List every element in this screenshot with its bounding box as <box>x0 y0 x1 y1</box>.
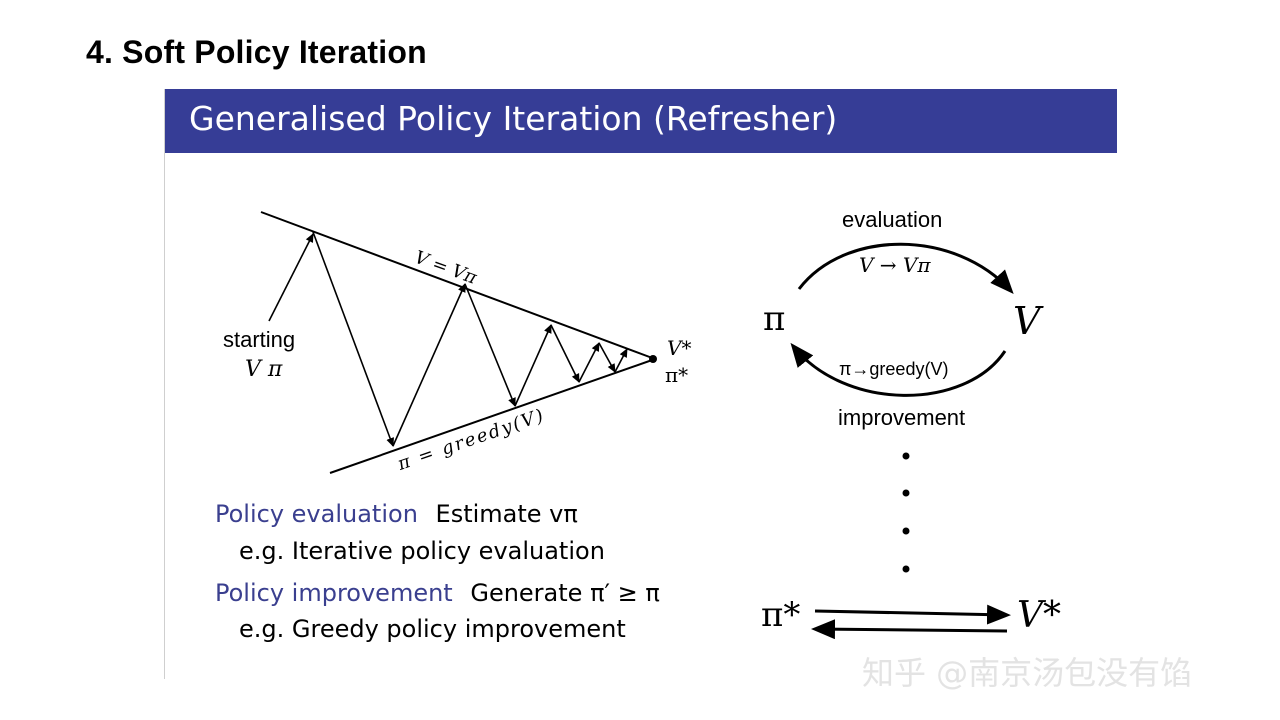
improvement-formula: π→greedy(V) <box>839 359 949 379</box>
zigzag-arrow <box>614 348 628 373</box>
policy-evaluation-example: e.g. Iterative policy evaluation <box>239 537 605 565</box>
zigzag-arrow <box>598 342 616 373</box>
ellipsis-dot <box>902 527 910 535</box>
slide-title-bar: Generalised Policy Iteration (Refresher) <box>165 89 1117 153</box>
zigzag-arrow <box>514 324 552 407</box>
pi-star-label: π* <box>665 363 689 387</box>
policy-evaluation-term: Policy evaluation <box>215 500 418 528</box>
zigzag-arrow <box>392 283 466 447</box>
evaluation-label: evaluation <box>842 207 943 232</box>
ellipsis-dot <box>902 452 910 460</box>
policy-improvement-term: Policy improvement <box>215 579 453 607</box>
starting-vars: V π <box>245 357 283 382</box>
v-star-node: V* <box>1017 595 1061 636</box>
policy-improvement-desc: Generate π′ ≥ π <box>470 579 660 607</box>
pi-to-v-arrow <box>814 604 1011 625</box>
pi-star-node: π* <box>761 595 801 635</box>
value-line <box>260 211 656 360</box>
v-to-pi-arrow <box>811 619 1008 640</box>
policy-improvement-example: e.g. Greedy policy improvement <box>239 615 626 643</box>
greedy-line <box>329 358 656 474</box>
evaluation-formula: V → Vπ <box>859 253 931 277</box>
improvement-arc <box>790 342 1007 397</box>
gpi-zigzag-diagram <box>260 211 657 474</box>
start-arrow <box>268 233 314 322</box>
v-star-label: V* <box>667 336 692 360</box>
evaluation-arc <box>797 242 1014 294</box>
policy-evaluation-desc: Estimate vπ <box>435 500 578 528</box>
zigzag-arrow <box>312 231 394 447</box>
slide-title: Generalised Policy Iteration (Refresher) <box>189 99 838 138</box>
ellipsis-dot <box>902 489 910 497</box>
v-node: V <box>1013 299 1041 343</box>
zigzag-arrow <box>578 342 600 383</box>
policy-improvement-line: Policy improvement Generate π′ ≥ π <box>215 579 660 607</box>
slide: Generalised Policy Iteration (Refresher)… <box>164 89 1117 679</box>
gpi-cycle-diagram <box>790 242 1014 640</box>
ellipsis-dot <box>902 565 910 573</box>
improvement-label: improvement <box>838 405 966 430</box>
starting-label: starting <box>223 327 296 352</box>
convergence-point <box>649 355 657 363</box>
page-heading: 4. Soft Policy Iteration <box>86 34 427 70</box>
pi-node: π <box>763 299 786 339</box>
policy-evaluation-line: Policy evaluation Estimate vπ <box>215 500 578 528</box>
zigzag-arrow <box>550 324 580 383</box>
zigzag-arrow <box>464 283 516 407</box>
watermark: 知乎 @南京汤包没有馅 <box>862 654 1193 692</box>
